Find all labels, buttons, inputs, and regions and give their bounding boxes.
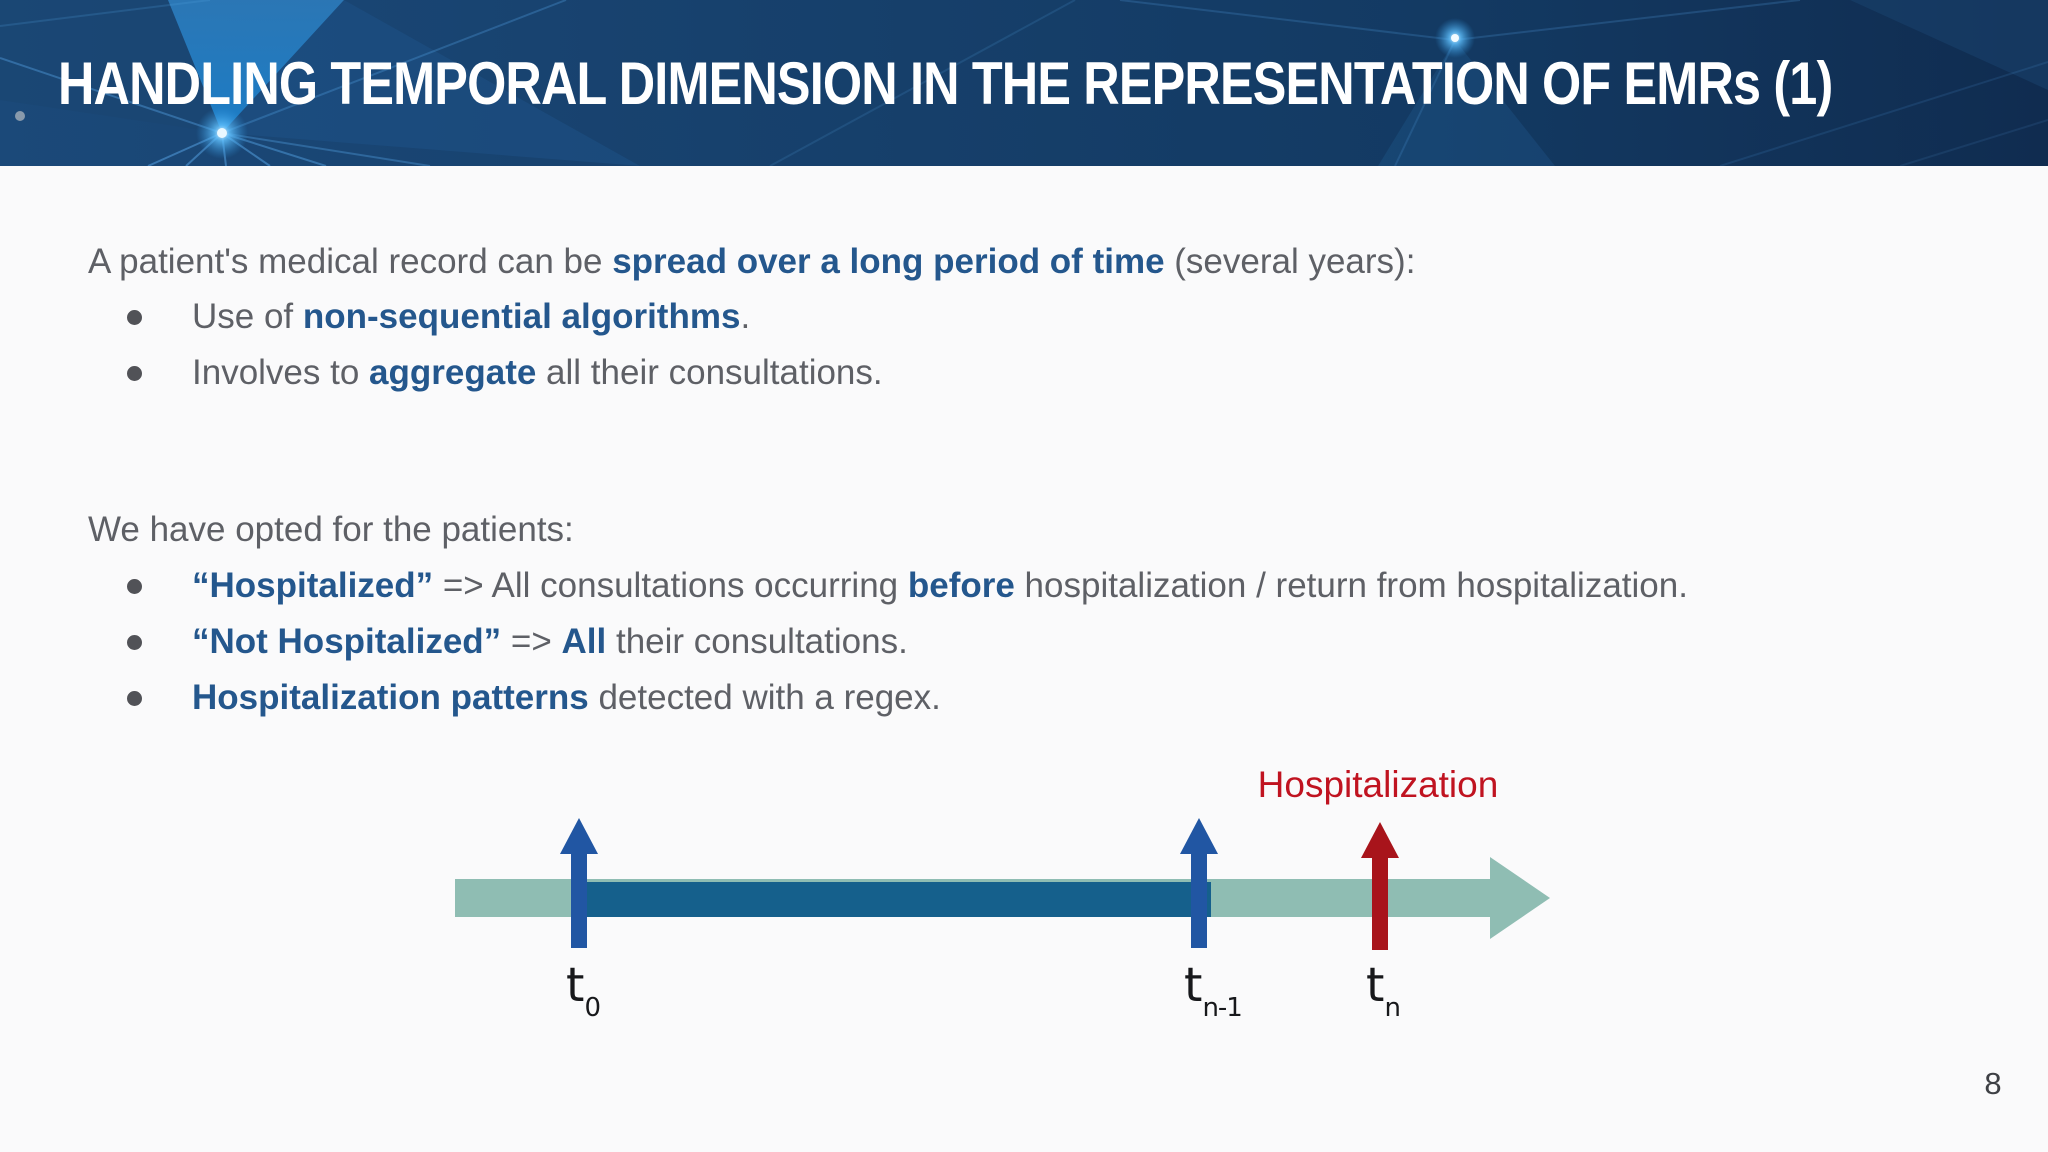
bullet-item: Involves to aggregate all their consulta… — [88, 351, 883, 395]
bullet-icon — [127, 310, 142, 325]
slide-header: HANDLING TEMPORAL DIMENSION IN THE REPRE… — [0, 0, 2048, 166]
bullet-highlight: “Hospitalized” — [192, 566, 434, 605]
bullet-item: “Hospitalized” => All consultations occu… — [88, 564, 1688, 608]
bullet-text: Involves to — [192, 353, 370, 392]
bullet-highlight: non-sequential algorithms — [302, 297, 741, 336]
section-heading: We have opted for the patients: — [88, 510, 574, 549]
slide-title: HANDLING TEMPORAL DIMENSION IN THE REPRE… — [58, 49, 1833, 117]
header-network-graphic — [0, 0, 2048, 166]
bullet-highlight: aggregate — [369, 353, 537, 392]
intro-paragraph: A patient's medical record can be spread… — [88, 240, 1415, 284]
timeline-arrowhead-icon — [1490, 857, 1550, 939]
bullet-icon — [127, 579, 142, 594]
bullet-icon — [127, 366, 142, 381]
bullet-text: => All consultations occurring — [433, 566, 908, 605]
bullet-icon — [127, 635, 142, 650]
bullet-text-tail: all their consultations. — [536, 353, 883, 392]
bullet-text-tail: detected with a regex. — [588, 678, 941, 717]
hospitalization-label: Hospitalization — [1257, 764, 1499, 805]
intro-text: A patient's medical record can be — [88, 242, 613, 281]
bullet-text: Use of — [192, 297, 303, 336]
bullet-item: Use of non-sequential algorithms. — [88, 295, 750, 339]
consultation-period-bar — [583, 882, 1211, 917]
bullet-icon — [127, 691, 142, 706]
intro-text-tail: (several years): — [1164, 242, 1416, 281]
bullet-text-tail: hospitalization / return from hospitaliz… — [1014, 566, 1688, 605]
intro-highlight: spread over a long period of time — [612, 242, 1165, 281]
tick-label-tn: tn — [1366, 958, 1401, 1023]
bullet-highlight: “Not Hospitalized” — [192, 622, 502, 661]
up-arrow-icon — [1361, 822, 1399, 858]
bullet-highlight-2: before — [907, 566, 1015, 605]
up-arrow-icon — [1180, 818, 1218, 854]
bullet-item: “Not Hospitalized” => All their consulta… — [88, 620, 908, 664]
up-arrow-icon — [560, 818, 598, 854]
bullet-item: Hospitalization patterns detected with a… — [88, 676, 941, 720]
bullet-text: => — [501, 622, 562, 661]
bullet-highlight-2: All — [561, 622, 607, 661]
tick-label-t0: t0 — [566, 958, 601, 1023]
page-number: 8 — [1984, 1066, 2002, 1101]
bullet-text-tail: their consultations. — [606, 622, 908, 661]
tick-label-tn-1: tn-1 — [1184, 958, 1243, 1023]
bullet-text-tail: . — [740, 297, 751, 336]
bullet-highlight: Hospitalization patterns — [192, 678, 589, 717]
